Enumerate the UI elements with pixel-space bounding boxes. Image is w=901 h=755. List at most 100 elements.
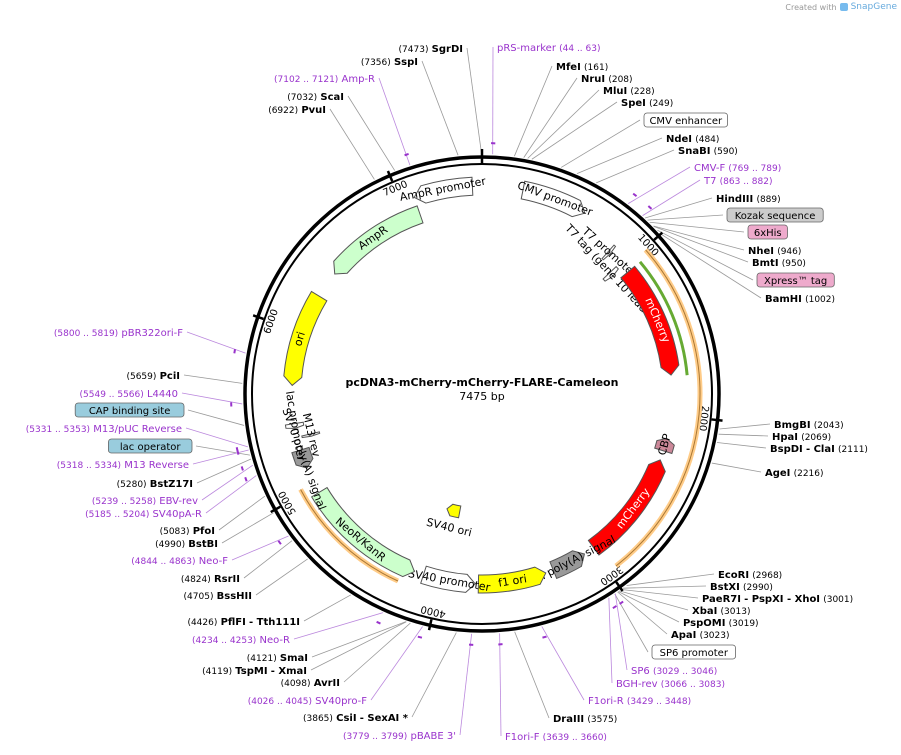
label-pos-f1ori-r: (3429 .. 3448) — [627, 697, 691, 707]
label-name-cmv-f: CMV-F — [694, 163, 725, 174]
leader-line-l4440 — [181, 392, 243, 405]
leader-line-sgrdi — [466, 47, 482, 155]
label-box-xpress-tag — [756, 272, 835, 288]
leader-line-rsrii — [243, 540, 293, 579]
label-name-bspdi: BspDI — [770, 444, 803, 455]
tick-mark — [711, 418, 723, 422]
label-bmgbi: BmgBI (2043) — [774, 420, 844, 431]
label-f1ori-f: F1ori-F (3639 .. 3660) — [505, 732, 607, 743]
label-name-avrii: AvrII — [314, 678, 340, 689]
feature-label-f1-ori: f1 ori — [497, 572, 527, 589]
label-extra-paer7i: - PspXI - XhoI — [744, 594, 820, 605]
label-cap-binding-site: CAP binding site — [89, 406, 171, 417]
leader-line-neo-r — [293, 612, 384, 640]
label-bstxi: BstXI (2990) — [710, 582, 773, 593]
label-name-mlui: MluI — [603, 86, 627, 97]
label-pos-paer7i: (3001) — [823, 595, 853, 605]
label-paer7i: PaeR7I - PspXI - XhoI (3001) — [702, 594, 853, 605]
tick-mark — [653, 231, 664, 241]
label-name-draiii: DraIII — [553, 714, 584, 725]
label-name-bsshii: BssHII — [217, 591, 252, 602]
label-l4440: (5549 .. 5566) L4440 — [80, 389, 179, 400]
label-pos-avrii: (4098) — [281, 679, 311, 689]
label-m13-puc-reverse: (5331 .. 5353) M13/pUC Reverse — [26, 424, 182, 435]
label-name-bstz17i: BstZ17I — [150, 479, 193, 490]
label-name-paer7i: PaeR7I — [702, 594, 741, 605]
leader-line-tspmi — [310, 621, 407, 671]
leader-line-paer7i — [621, 589, 699, 599]
label-name-sgrdi: SgrDI — [432, 44, 463, 55]
leader-line-bmgbi — [719, 423, 771, 430]
tick-mark — [270, 505, 281, 514]
primer-mark-sp6 — [619, 600, 624, 605]
label-pos-sp6: (3029 .. 3046) — [653, 667, 717, 677]
credit-brand: SnapGene — [850, 2, 897, 12]
label-name-rsrii: RsrII — [214, 574, 240, 585]
feature-t7-tag-gene-10-leader — [602, 265, 619, 282]
label-pos-agei: (2216) — [794, 469, 824, 479]
feature-sv40-ori — [446, 503, 462, 519]
label-bamhi: BamHI (1002) — [765, 294, 835, 305]
leader-line-mfei — [514, 65, 553, 157]
label-name-spei: SpeI — [621, 98, 646, 109]
label-name-pcii: PciI — [160, 371, 180, 382]
feature-label-ori: ori — [291, 330, 308, 347]
label-pos-bsshii: (4705) — [184, 592, 214, 602]
leader-line-cmv-f — [627, 166, 691, 204]
label-pos-nhei: (946) — [777, 247, 801, 257]
leader-line-bsshii — [255, 558, 308, 596]
feature-sv40-poly-a-signal — [291, 446, 314, 469]
feature-f1-ori — [477, 566, 547, 594]
label-extra-tspmi: - XmaI — [271, 666, 307, 677]
leader-line-pbabe-3 — [459, 633, 473, 736]
label-box-kozak-sequence — [726, 207, 824, 223]
feature-mcherry — [587, 459, 666, 556]
label-agei: AgeI (2216) — [765, 468, 824, 479]
label-pos-bmti: (950) — [782, 259, 806, 269]
label-sgrdi: (7473) SgrDI — [399, 44, 463, 55]
feature-m13-rev — [301, 431, 321, 439]
label-sp6-promoter: SP6 promoter — [660, 648, 729, 659]
label-bspdi: BspDI - ClaI (2111) — [770, 444, 868, 455]
label-pos-bamhi: (1002) — [805, 295, 835, 305]
label-kozak-sequence: Kozak sequence — [735, 211, 816, 222]
label-cmv-enhancer: CMV enhancer — [649, 116, 723, 127]
label-name-bstbi: BstBI — [188, 539, 218, 550]
label-pos-pbr322ori-f: (5800 .. 5819) — [54, 329, 118, 339]
orange-arc-2-line — [300, 489, 399, 582]
leader-line-xbai — [619, 590, 689, 611]
label-t7: T7 (863 .. 882) — [703, 176, 773, 187]
leader-line-sv40pa-r — [205, 475, 257, 514]
label-m13-reverse: (5318 .. 5334) M13 Reverse — [57, 460, 189, 471]
leader-line-lac-operator — [195, 445, 250, 456]
label-name-mfei: MfeI — [556, 62, 581, 73]
label-pflfi: (4426) PflFI - Tth111I — [187, 617, 300, 628]
primer-mark-ebv-rev — [240, 466, 244, 471]
label-pos-neo-r: (4234 .. 4253) — [192, 636, 256, 646]
label-pos-pbabe-3: (3779 .. 3799) — [343, 732, 407, 742]
label-tspmi: (4119) TspMI - XmaI — [202, 666, 307, 677]
label-prs-marker: pRS-marker (44 .. 63) — [497, 43, 601, 54]
label-pos-apai: (3023) — [700, 631, 730, 641]
leader-line-nrui — [523, 77, 578, 158]
leader-line-sv40pro-f — [370, 626, 423, 701]
feature-bgh-poly-a-signal — [549, 550, 586, 580]
primer-mark-bgh-rev — [612, 605, 617, 610]
leader-line-f1ori-f — [499, 633, 502, 737]
label-pos-sv40pa-r: (5185 .. 5204) — [85, 510, 149, 520]
label-pbabe-3: (3779 .. 3799) pBABE 3' — [343, 731, 456, 742]
label-name-neo-r: Neo-R — [260, 635, 291, 646]
label-pos-mlui: (228) — [630, 87, 654, 97]
label-name-f1ori-r: F1ori-R — [588, 696, 624, 707]
label-pos-snabi: (590) — [714, 147, 738, 157]
label-bstbi: (4990) BstBI — [155, 539, 218, 550]
label-name-hindiii: HindIII — [716, 194, 753, 205]
label-pvui: (6922) PvuI — [268, 105, 326, 116]
leader-line-pcii — [183, 374, 243, 384]
label-pos-bspdi: (2111) — [838, 445, 868, 455]
leader-line-pbr322ori-f — [186, 331, 246, 354]
primer-mark-t7 — [647, 205, 653, 210]
leader-line-sspi — [421, 60, 459, 156]
leader-line-mlui — [527, 89, 600, 159]
label-pos-bstbi: (4990) — [155, 540, 185, 550]
